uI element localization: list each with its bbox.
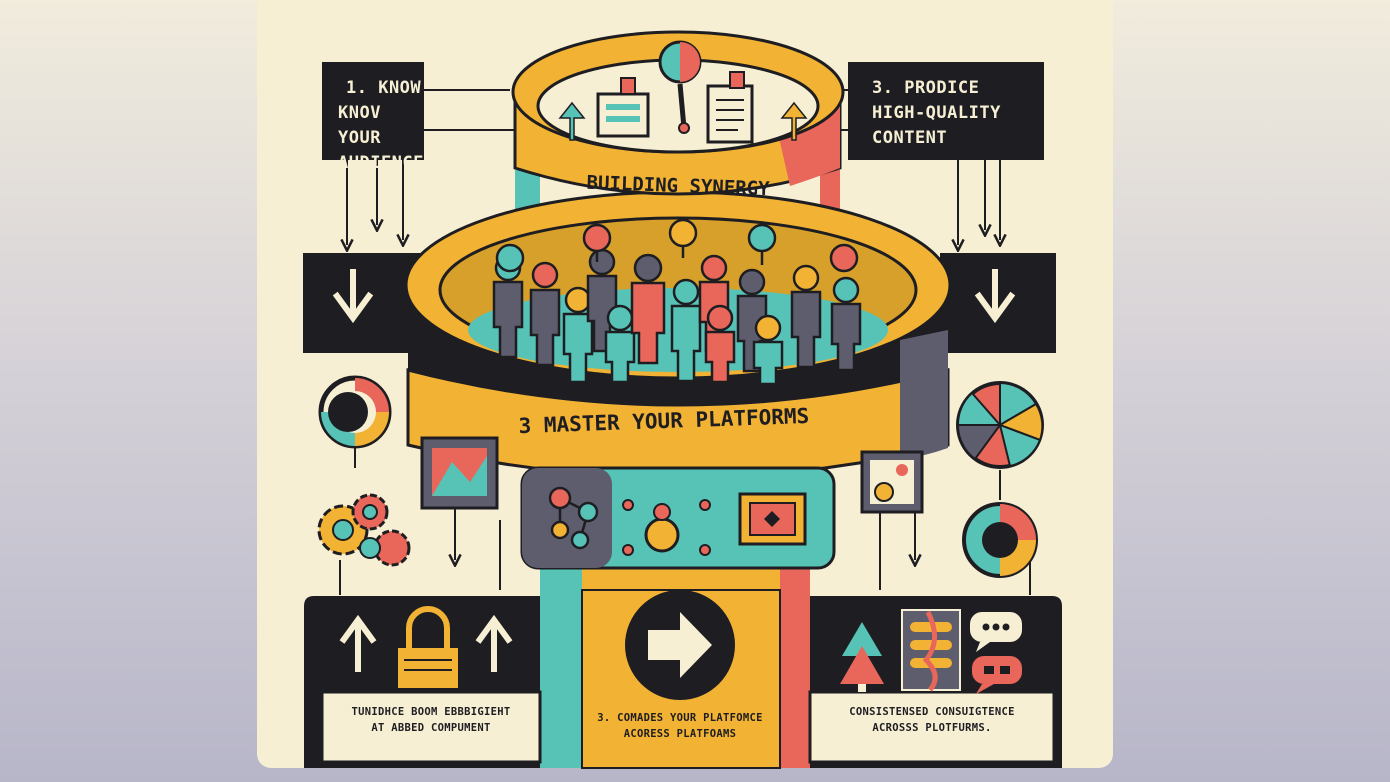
step-box-know-audience [322,62,424,160]
arrow-up-icon [475,614,513,672]
bottom-center-caption: 3. COMADES YOUR PLATFOMCE ACORESS PLATFO… [570,710,790,742]
padlock-icon [398,606,458,688]
image-icon [870,460,914,504]
bottom-left-caption: TUNIDHCE BOOM EBBBIGIEHT AT ABBED COMPUM… [324,704,538,736]
location-pins [495,218,859,273]
magnifier-icon [658,40,702,134]
donut-chart-icon [962,502,1038,578]
pie-chart-icon [956,381,1044,469]
platform-ring-shade [900,330,948,460]
step-line: HIGH-QUALITY [872,103,1001,123]
person-icon [752,314,784,386]
caption-line: AT ABBED COMPUMENT [371,722,491,734]
alarm-icon [644,503,680,553]
location-pin-icon [829,243,859,273]
document-icon [596,77,650,138]
donut-chart-icon [318,375,392,449]
arrow-right-icon [648,612,712,678]
crowd [492,248,862,386]
arrow-up-icon [780,101,808,141]
server-icon [901,609,961,692]
tree-icon [840,622,884,692]
arrow-up-icon [339,614,377,672]
person-icon [604,304,636,384]
person-icon [830,276,862,372]
caption-line: 3. COMADES YOUR PLATFOMCE [597,712,763,724]
step-line: 3. PRODICE [872,78,980,98]
arrow-down-icon [332,269,374,324]
location-pin-icon [582,223,612,262]
chat-bubble-icon [972,656,1022,694]
screen-icon [738,492,807,546]
network-icon [548,486,599,550]
chat-bubble-icon [970,612,1022,652]
arrow-up-icon [558,101,586,141]
person-icon [704,304,736,384]
caption-line: ACORESS PLATFOAMS [623,728,737,740]
bottom-left-caption-bg [320,690,542,764]
step-line: 1. KNOW [346,78,422,98]
document-icon [706,71,754,144]
person-icon [790,264,822,369]
location-pin-icon [668,218,698,258]
location-pin-icon [747,223,777,265]
bottom-right-caption: CONSISTENSED CONSUIGTENCE ACROSSS PLOTFU… [812,704,1052,736]
pillar-base-left [540,540,582,768]
person-icon [529,261,561,367]
pillar-base-right [780,540,810,768]
step-box-produce-content [848,62,1044,160]
image-icon [432,448,487,496]
caption-line: CONSISTENSED CONSUIGTENCE [849,706,1015,718]
arrow-down-icon [974,269,1016,324]
gear-icon [622,499,711,556]
person-icon [630,253,666,365]
step-know-audience-text: 1. KNOW KNOV YOUR AUDIENCE [338,76,428,176]
step-line: CONTENT [872,128,948,148]
step-produce-content-text: 3. PRODICE HIGH-QUALITY CONTENT [872,76,1042,151]
step-line: KNOV YOUR [338,103,381,148]
caption-line: TUNIDHCE BOOM EBBBIGIEHT [351,706,511,718]
caption-line: ACROSSS PLOTFURMS. [872,722,992,734]
step-line: AUDIENCE [338,153,424,173]
bottom-right-caption-bg [808,690,1056,764]
person-icon [562,286,594,384]
person-icon [670,278,702,383]
location-pin-icon [495,243,525,273]
control-panel-left [522,468,612,568]
gear-icon [317,493,411,567]
